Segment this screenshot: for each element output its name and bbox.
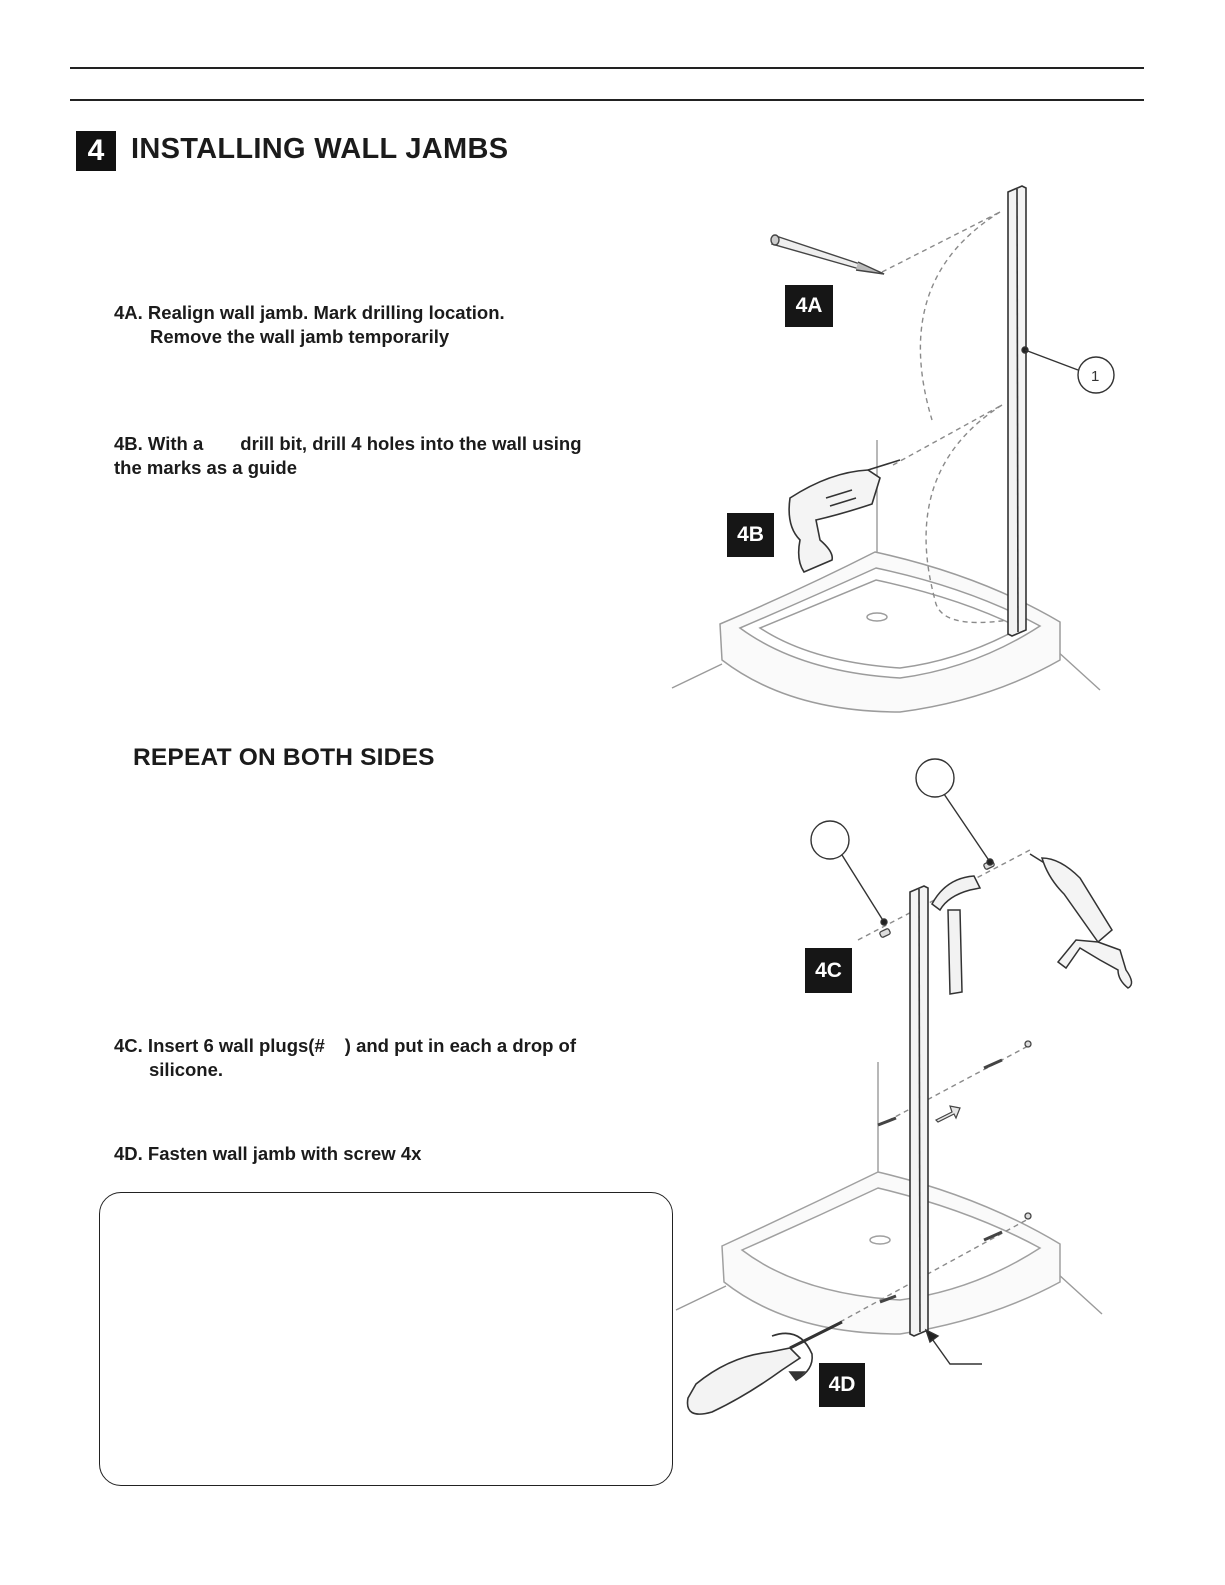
header-rule-top <box>70 67 1144 69</box>
wall-jamb-lower-icon <box>909 885 929 1337</box>
note-box <box>99 1192 673 1486</box>
step-4b-part1: 4B. With a <box>114 433 204 454</box>
hammer-icon <box>931 875 982 995</box>
label-4a: 4A <box>785 285 833 327</box>
label-4b: 4B <box>727 513 774 557</box>
step-number-badge: 4 <box>76 131 116 171</box>
step-4a-line1: 4A. Realign wall jamb. Mark drilling loc… <box>114 302 505 323</box>
step-4d-line: 4D. Fasten wall jamb with screw 4x <box>114 1143 422 1164</box>
arrow-icon <box>934 1105 961 1123</box>
wall-jamb-icon <box>1007 185 1027 637</box>
label-4c: 4C <box>805 948 852 993</box>
section-title: INSTALLING WALL JAMBS <box>131 133 509 165</box>
step-4c-part1: 4C. Insert 6 wall plugs(# <box>114 1035 325 1056</box>
screw-icon <box>983 1058 1003 1070</box>
drill-icon <box>788 459 901 573</box>
header-rule-bottom <box>70 99 1144 101</box>
figure-4a-4b: 1 <box>671 185 1115 713</box>
label-4d: 4D <box>819 1363 865 1407</box>
pointer-arrow-icon <box>924 1328 982 1365</box>
callout-1-number: 1 <box>1091 368 1099 385</box>
repeat-note: REPEAT ON BOTH SIDES <box>133 744 435 771</box>
pencil-icon <box>770 234 885 275</box>
screwdriver-icon <box>686 1320 843 1415</box>
shower-tray-lower-icon <box>721 1171 1061 1335</box>
step-4c-part2: ) and put in each a drop of <box>344 1035 577 1056</box>
step-4a-line2: Remove the wall jamb temporarily <box>150 326 450 347</box>
wall-plug-icon <box>879 928 891 938</box>
step-4c-line2: silicone. <box>149 1059 224 1080</box>
step-4b-part2: drill bit, drill 4 holes into the wall u… <box>240 433 582 454</box>
caulk-gun-icon <box>1029 853 1133 989</box>
step-4c-line1: 4C. Insert 6 wall plugs(# ) and put in ea… <box>114 1034 576 1058</box>
screw-icon <box>877 1116 897 1127</box>
callout-1 <box>1021 346 1115 394</box>
screw-icon <box>879 1294 897 1304</box>
callout-silicone <box>915 758 994 866</box>
callout-plug <box>810 820 888 926</box>
step-4b-line2: the marks as a guide <box>114 457 298 478</box>
step-4b-line1: 4B. With a drill bit, drill 4 holes into … <box>114 432 582 456</box>
screw-icon <box>983 1230 1003 1242</box>
shower-tray-icon <box>719 551 1061 713</box>
